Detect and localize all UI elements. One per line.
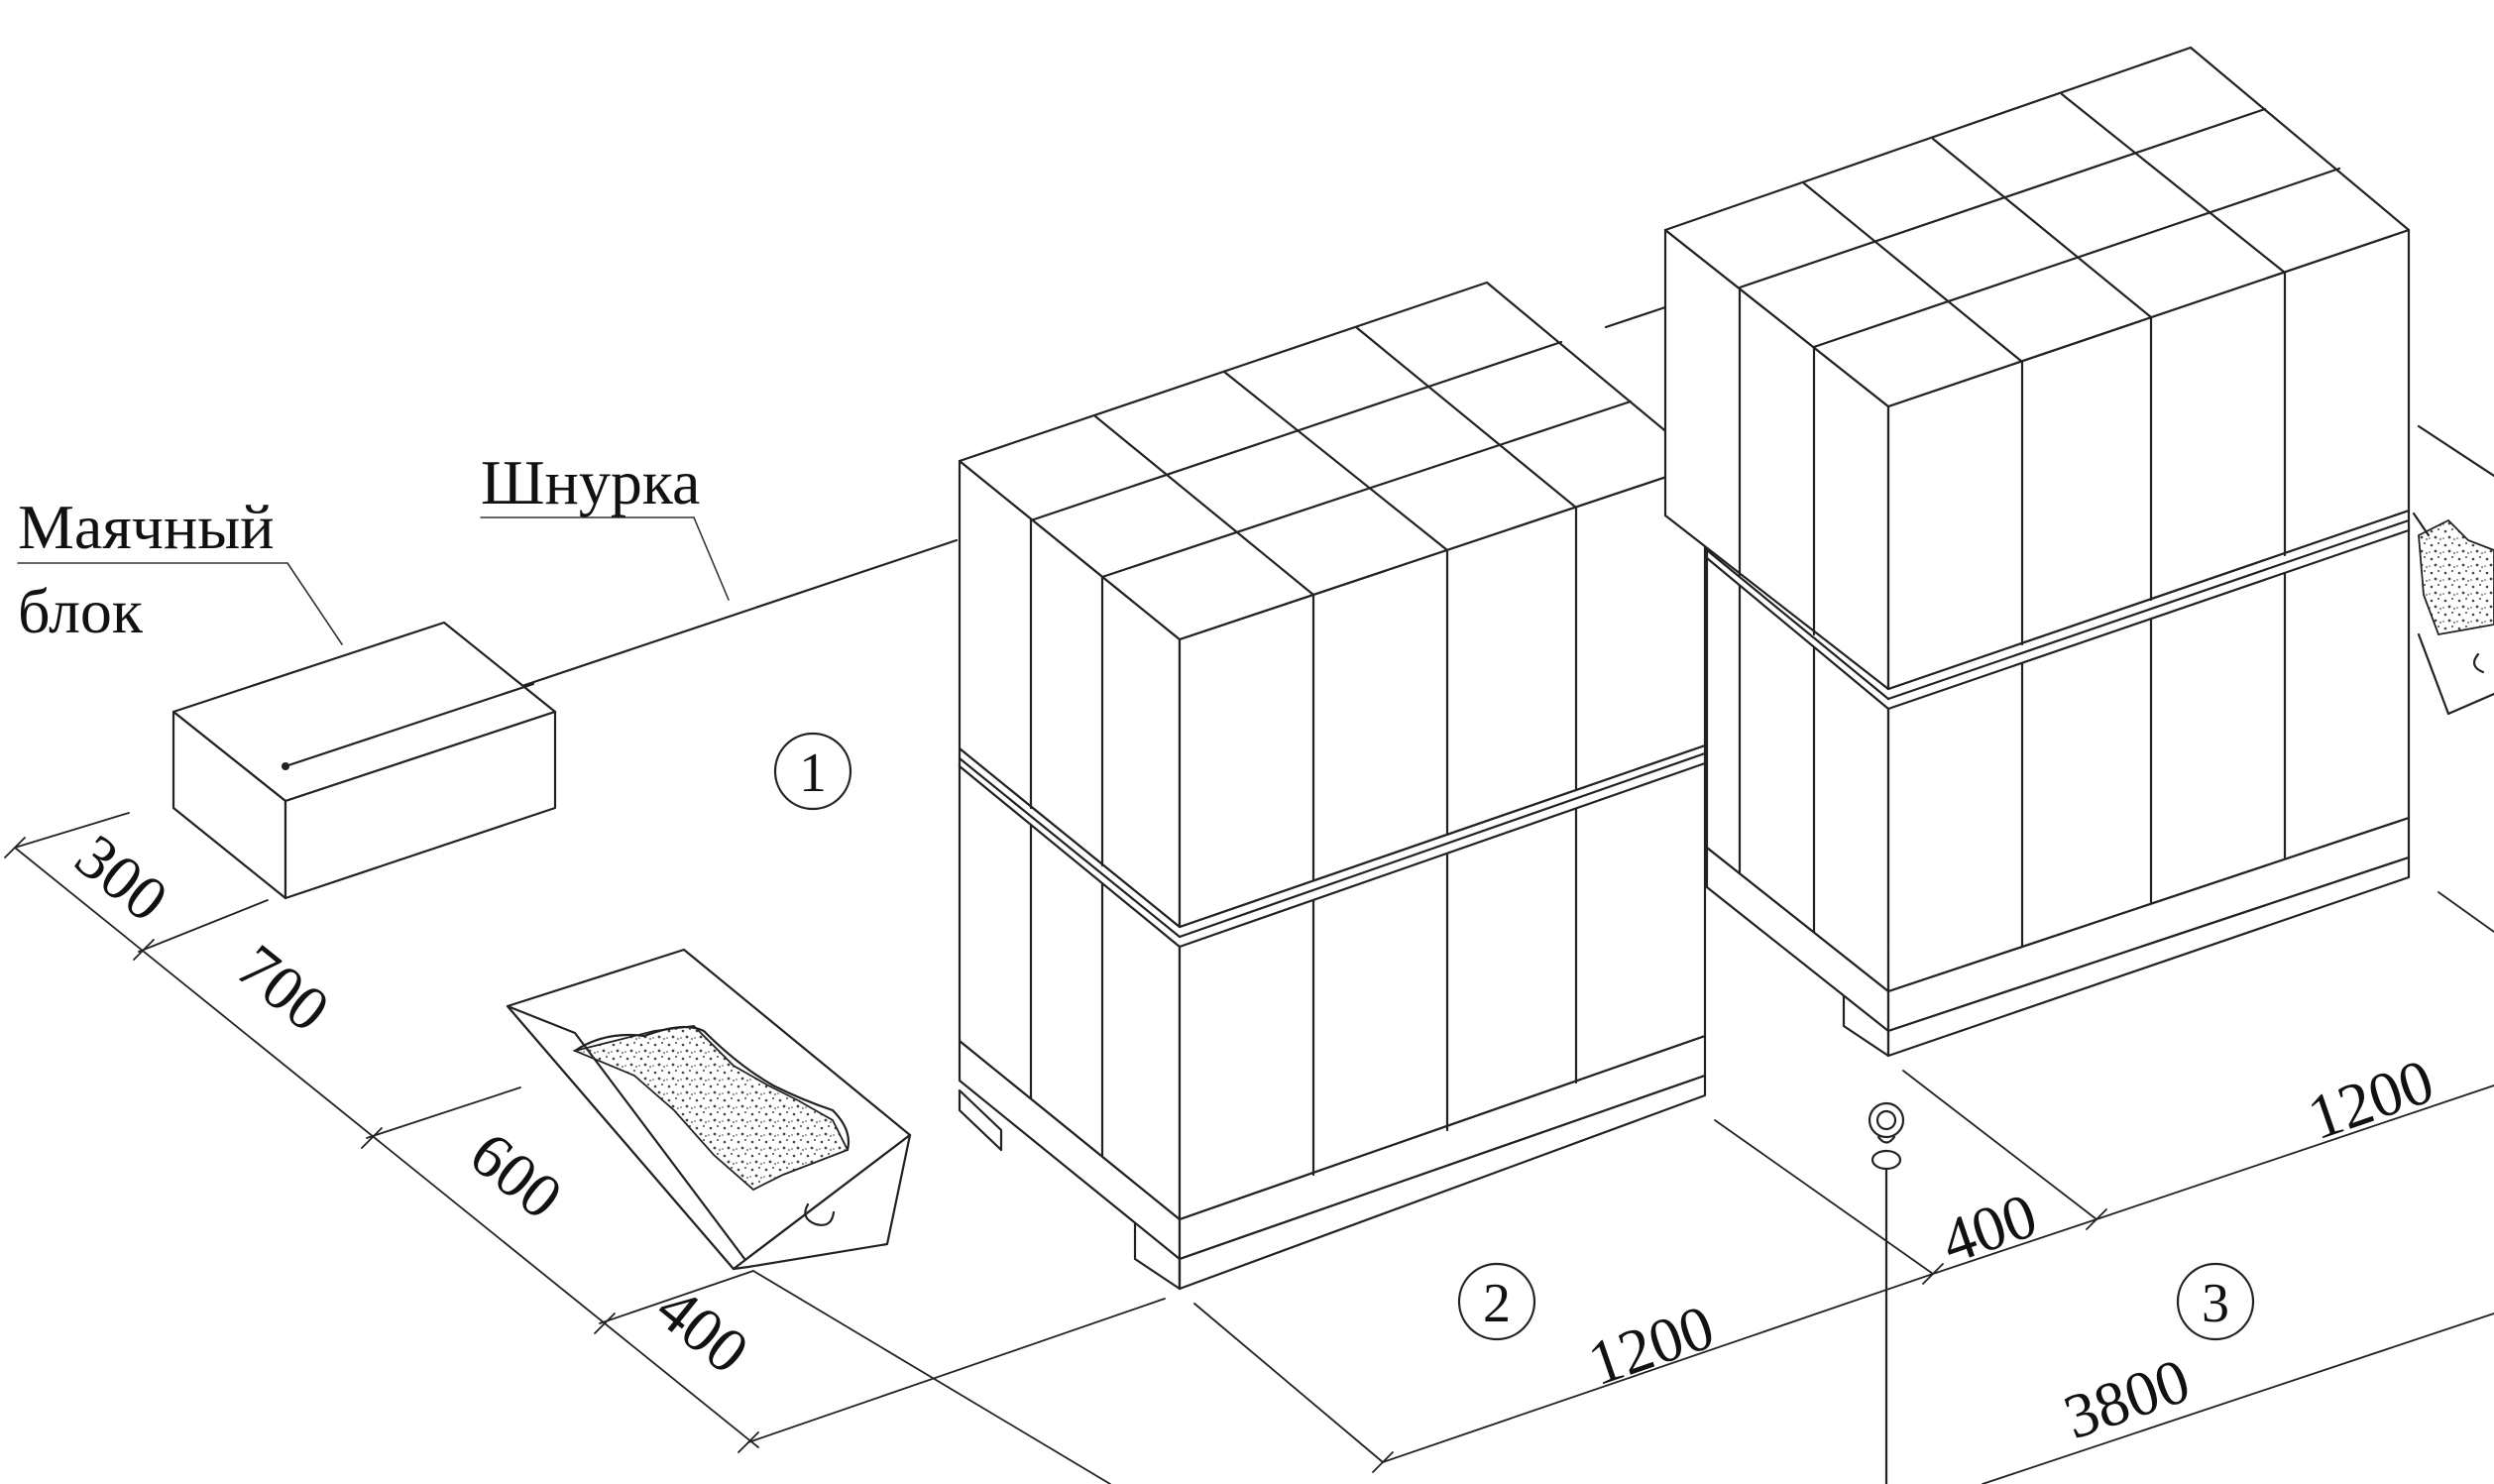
dim-600: 600 [457,1118,575,1233]
mortar-box-right [2412,424,2494,716]
cord-label: Шнурка [481,447,700,517]
mortar-box [506,948,912,1271]
dim-700: 700 [224,931,342,1046]
dim-400-right: 400 [1932,1180,2045,1277]
zone-3-label: 3 [2202,1273,2229,1334]
zone-2-label: 2 [1483,1273,1511,1334]
pallet-zone-3 [1663,46,2411,1058]
zone-markers: 1 2 3 [773,732,2255,1341]
dim-300: 300 [62,821,180,936]
dim-1200-zone2: 1200 [1579,1291,1722,1399]
zone-2-circle [1457,1262,1536,1341]
zone-1-circle [773,732,852,811]
worker-marker [1868,1101,1905,1484]
label-leaders [17,516,730,645]
dimension-lines [4,812,2494,1484]
beacon-block-label-line2: блок [18,576,144,646]
pallet-zone-2 [958,281,1707,1291]
zone-1-label: 1 [799,742,827,804]
beacon-block [171,621,557,900]
beacon-block-label-line1: Маячный [18,492,274,562]
zone-3-circle [2176,1262,2255,1341]
dim-1200-zone3: 1200 [2299,1045,2441,1153]
